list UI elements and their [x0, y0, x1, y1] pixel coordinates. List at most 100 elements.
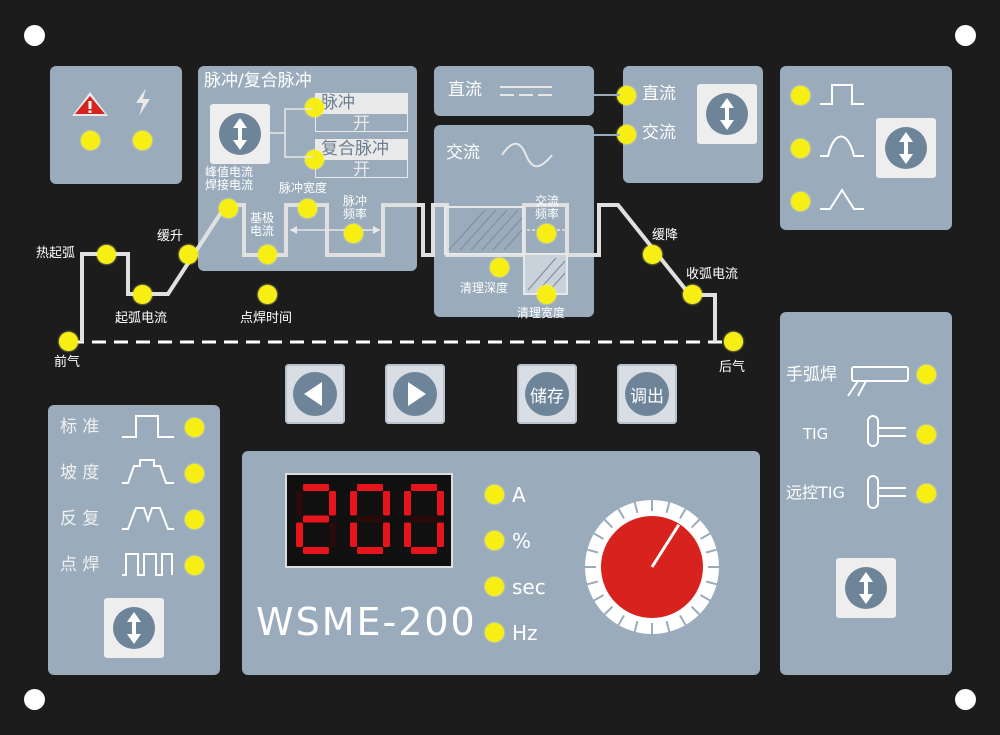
mode-slope-label: 坡 度	[60, 463, 100, 483]
mode-repeat-led	[185, 510, 204, 529]
dc-select-label: 直流	[642, 84, 676, 104]
electrode-holder-icon	[847, 366, 909, 397]
arrow-up-glyph	[899, 132, 913, 142]
postflow-led	[724, 332, 743, 351]
mount-hole-tr	[955, 25, 976, 46]
process-tig-led	[917, 425, 936, 444]
ac-freq-label: 交流 频率	[535, 194, 560, 221]
ac-led	[617, 125, 636, 144]
downslope-label: 缓降	[652, 228, 679, 243]
preflow-label: 前气	[54, 355, 81, 370]
dc-symbol-icon	[500, 86, 552, 96]
ac-label: 交流	[446, 143, 480, 163]
recall-button-label: 调出	[625, 372, 669, 416]
segment-e	[350, 522, 357, 547]
base-current-label: 基极 电流	[250, 211, 275, 239]
remote-tig-torch-icon	[867, 475, 906, 509]
unit-percent-led	[485, 531, 504, 550]
arrow-up-glyph	[859, 572, 873, 582]
clean-width-label: 清理宽度	[517, 306, 566, 320]
crater-current-label: 收弧电流	[686, 267, 739, 282]
segment-b	[437, 491, 444, 516]
mode-standard-led	[185, 418, 204, 437]
arrow-stem-glyph	[238, 127, 242, 141]
ac-freq-line1: 交流	[535, 194, 560, 208]
arrow-down-glyph	[859, 594, 873, 604]
clean-width-led	[537, 285, 556, 304]
knob-tick	[705, 580, 717, 586]
store-button[interactable]: 储存	[517, 364, 577, 424]
knob-tick	[633, 502, 639, 514]
store-button-label: 储存	[525, 372, 569, 416]
square-wave-led	[791, 86, 810, 105]
knob-tick	[690, 518, 701, 529]
clean-depth-led	[490, 258, 509, 277]
start-current-led	[133, 285, 152, 304]
knob-tick	[665, 502, 671, 514]
arrow-down-glyph	[720, 120, 734, 130]
segment-e	[296, 522, 303, 547]
repeat-mode-icon	[122, 507, 174, 530]
unit-percent-label: %	[512, 529, 532, 553]
process-remote-tig-led	[917, 484, 936, 503]
crater-current-led	[683, 285, 702, 304]
start-current-label: 起弧电流	[115, 311, 168, 326]
base-line2: 电流	[250, 224, 275, 239]
recall-button[interactable]: 调出	[617, 364, 677, 424]
hot-start-label: 热起弧	[36, 246, 76, 261]
clean-block-top	[444, 206, 524, 255]
pulse-label: 脉冲	[315, 93, 408, 113]
knob-tick	[593, 532, 605, 540]
pulse-freq-label: 脉冲 频率	[343, 194, 368, 221]
unit-hz-label: Hz	[512, 621, 538, 645]
mount-hole-bl	[24, 689, 45, 710]
unit-a-label: A	[512, 483, 526, 507]
ac-select-label: 交流	[642, 123, 676, 143]
arrow-down-glyph	[899, 154, 913, 164]
compound-pulse-led	[305, 150, 324, 169]
segment-g	[303, 515, 329, 523]
freq-line1: 脉冲	[343, 194, 368, 208]
mode-repeat-label: 反 复	[60, 509, 100, 529]
pulse-led	[305, 98, 324, 117]
postflow-label: 后气	[719, 360, 746, 375]
downslope-led	[643, 245, 662, 264]
knob-tick	[587, 580, 599, 586]
base-line1: 基极	[250, 211, 275, 225]
process-mma-label: 手弧焊	[786, 365, 837, 385]
upslope-led	[179, 245, 198, 264]
right-arrow-glyph	[408, 382, 426, 406]
arrow-stem-glyph	[132, 621, 136, 635]
segment-f	[404, 491, 411, 516]
unit-sec-led	[485, 577, 504, 596]
peak-line1: 峰值电流	[205, 165, 254, 179]
unit-sec-label: sec	[512, 575, 546, 599]
segment-f	[296, 491, 303, 516]
slope-mode-icon	[122, 459, 174, 484]
pulse-on-label: 开	[315, 113, 408, 134]
peak-current-led	[219, 199, 238, 218]
arrow-up-glyph	[127, 612, 141, 622]
preflow-led	[59, 332, 78, 351]
knob-pointer	[650, 523, 681, 568]
segment-d	[411, 547, 437, 554]
knob-tick	[690, 605, 701, 616]
knob-tick	[665, 620, 671, 632]
dc-led	[617, 86, 636, 105]
segment-e	[404, 522, 411, 547]
pulse-width-led	[298, 199, 317, 218]
spot-time-led	[258, 285, 277, 304]
clean-depth-label: 清理深度	[460, 281, 509, 295]
left-button[interactable]	[285, 364, 345, 424]
dc-box	[434, 66, 594, 116]
segment-c	[437, 522, 444, 547]
control-knob[interactable]	[585, 500, 719, 634]
segment-a	[357, 484, 383, 491]
peak-current-label: 峰值电流 焊接电流	[205, 165, 254, 192]
upslope-label: 缓升	[157, 229, 184, 244]
segment-b	[329, 491, 336, 516]
segment-c	[383, 522, 390, 547]
process-remote-tig-label: 远控TIG	[786, 483, 845, 502]
knob-tick	[603, 518, 614, 529]
